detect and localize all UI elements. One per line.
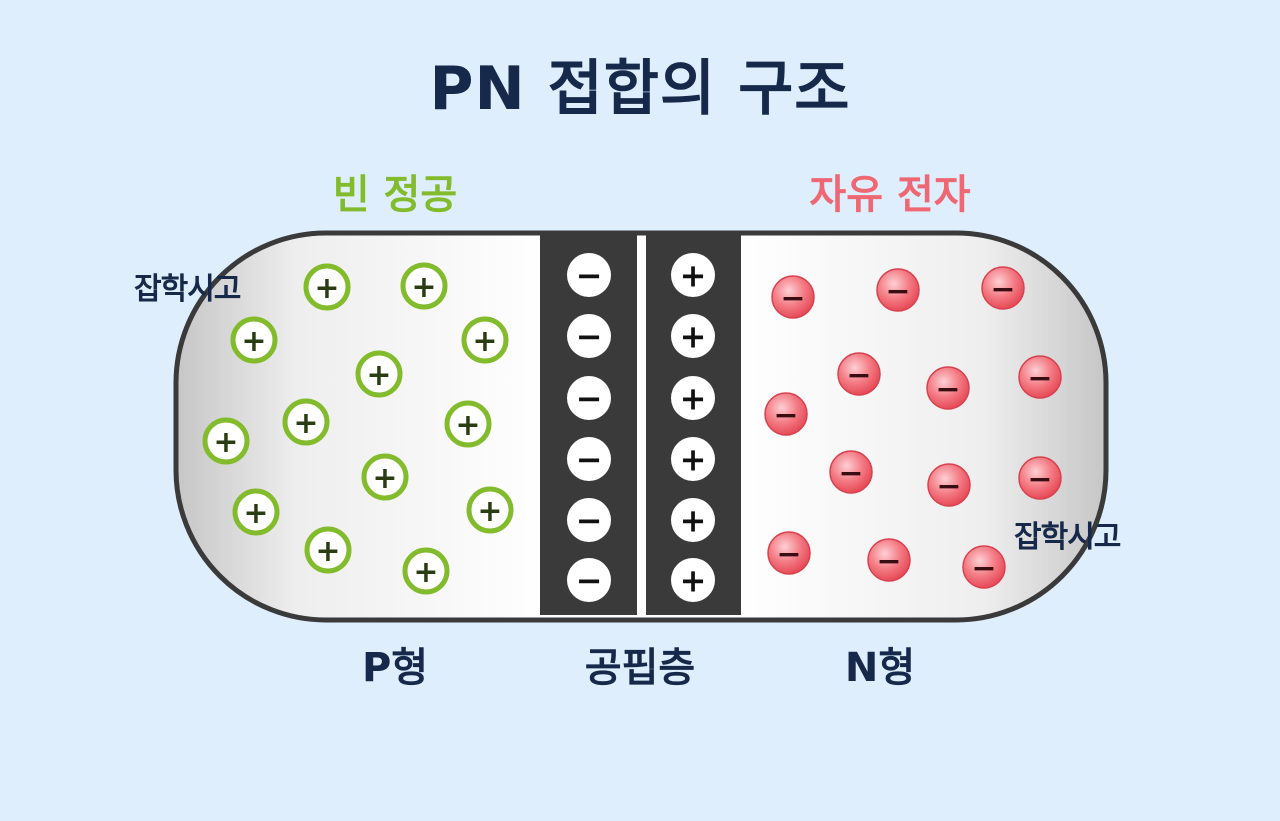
svg-text:+: + (314, 271, 339, 306)
hole-particle: + (230, 316, 278, 364)
electron-particle: − (837, 352, 881, 396)
svg-text:+: + (241, 324, 266, 359)
svg-text:+: + (293, 406, 318, 441)
svg-text:−: − (773, 398, 798, 433)
positive-ion: + (671, 498, 715, 542)
hole-particle: + (303, 263, 351, 311)
svg-text:+: + (243, 496, 268, 531)
svg-text:+: + (680, 562, 707, 600)
n-type-label: N형 (844, 645, 916, 691)
electron-particle: − (767, 531, 811, 575)
svg-text:−: − (936, 469, 961, 504)
svg-text:−: − (885, 274, 910, 309)
hole-particle: + (304, 526, 352, 574)
positive-ion: + (671, 437, 715, 481)
svg-text:−: − (576, 441, 603, 479)
svg-text:+: + (680, 441, 707, 479)
svg-text:+: + (213, 425, 238, 460)
holes-label: 빈 정공 (332, 172, 458, 218)
svg-text:−: − (876, 544, 901, 579)
hole-particle: + (282, 398, 330, 446)
electrons-label: 자유 전자 (809, 172, 971, 218)
semiconductor-body (173, 230, 1109, 623)
hole-particle: + (444, 400, 492, 448)
svg-text:−: − (838, 456, 863, 491)
svg-text:+: + (411, 270, 436, 305)
svg-text:−: − (1027, 361, 1052, 396)
svg-text:−: − (990, 272, 1015, 307)
svg-text:+: + (472, 324, 497, 359)
hole-particle: + (402, 547, 450, 595)
svg-text:+: + (680, 502, 707, 540)
hole-particle: + (361, 453, 409, 501)
electron-particle: − (1018, 355, 1062, 399)
depletion-negative-ions: − − − − − − (567, 253, 611, 602)
electrons-group: − − − − − − − − − − − − − (764, 266, 1062, 589)
svg-text:−: − (776, 537, 801, 572)
svg-text:−: − (971, 551, 996, 586)
watermark-left: 잡학시고 (134, 272, 241, 307)
svg-text:−: − (780, 281, 805, 316)
svg-text:+: + (366, 358, 391, 393)
svg-text:+: + (680, 380, 707, 418)
positive-ion: + (671, 558, 715, 602)
svg-text:+: + (413, 555, 438, 590)
hole-particle: + (355, 350, 403, 398)
electron-particle: − (962, 545, 1006, 589)
svg-text:+: + (315, 534, 340, 569)
page-title: PN 접합의 구조 (429, 54, 851, 124)
negative-ion: − (567, 498, 611, 542)
hole-particle: + (202, 417, 250, 465)
electron-particle: − (771, 275, 815, 319)
svg-text:−: − (576, 502, 603, 540)
negative-ion: − (567, 558, 611, 602)
hole-particle: + (400, 262, 448, 310)
electron-particle: − (926, 366, 970, 410)
electron-particle: − (876, 268, 920, 312)
positive-ion: + (671, 314, 715, 358)
holes-group: + + + + + + + + + + + + + (202, 262, 514, 595)
negative-ion: − (567, 437, 611, 481)
electron-particle: − (867, 538, 911, 582)
svg-text:−: − (846, 358, 871, 393)
watermark-right: 잡학시고 (1014, 520, 1121, 555)
electron-particle: − (981, 266, 1025, 310)
svg-text:−: − (1027, 462, 1052, 497)
svg-text:+: + (455, 408, 480, 443)
svg-text:−: − (576, 562, 603, 600)
electron-particle: − (829, 450, 873, 494)
negative-ion: − (567, 253, 611, 297)
depletion-label: 공핍층 (584, 645, 696, 691)
svg-text:−: − (576, 257, 603, 295)
svg-text:+: + (372, 461, 397, 496)
negative-ion: − (567, 314, 611, 358)
electron-particle: − (764, 392, 808, 436)
positive-ion: + (671, 376, 715, 420)
positive-ion: + (671, 253, 715, 297)
svg-text:+: + (477, 494, 502, 529)
hole-particle: + (232, 488, 280, 536)
svg-text:−: − (935, 372, 960, 407)
hole-particle: + (461, 316, 509, 364)
hole-particle: + (466, 486, 514, 534)
svg-text:−: − (576, 380, 603, 418)
negative-ion: − (567, 376, 611, 420)
depletion-positive-ions: + + + + + + (671, 253, 715, 602)
svg-text:−: − (576, 318, 603, 356)
electron-particle: − (1018, 456, 1062, 500)
svg-text:+: + (680, 318, 707, 356)
electron-particle: − (927, 463, 971, 507)
p-type-label: P형 (361, 645, 429, 691)
svg-text:+: + (680, 257, 707, 295)
